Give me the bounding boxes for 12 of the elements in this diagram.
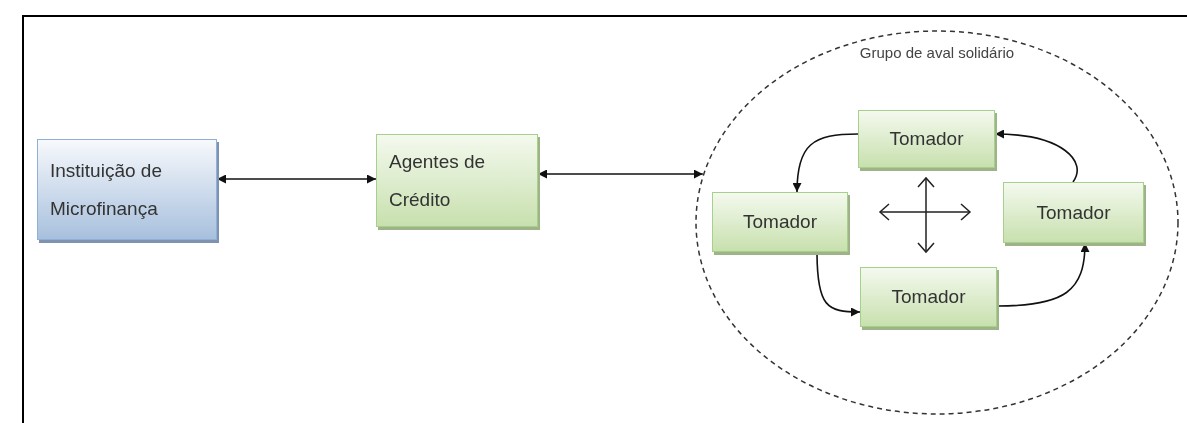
process-box: Instituição de Microfinança	[37, 139, 217, 240]
arrow	[792, 133, 859, 193]
process-box: Tomador	[860, 267, 997, 327]
process-box: Tomador	[1003, 182, 1144, 243]
arrow	[994, 129, 1078, 183]
arrow	[216, 174, 377, 184]
process-box: Tomador	[712, 192, 848, 252]
arrow	[537, 169, 704, 179]
process-box: Tomador	[858, 110, 995, 168]
group-title: Grupo de aval solidário	[858, 43, 1016, 63]
group-ellipse	[695, 30, 1179, 415]
process-box: Agentes de Crédito	[376, 134, 538, 227]
